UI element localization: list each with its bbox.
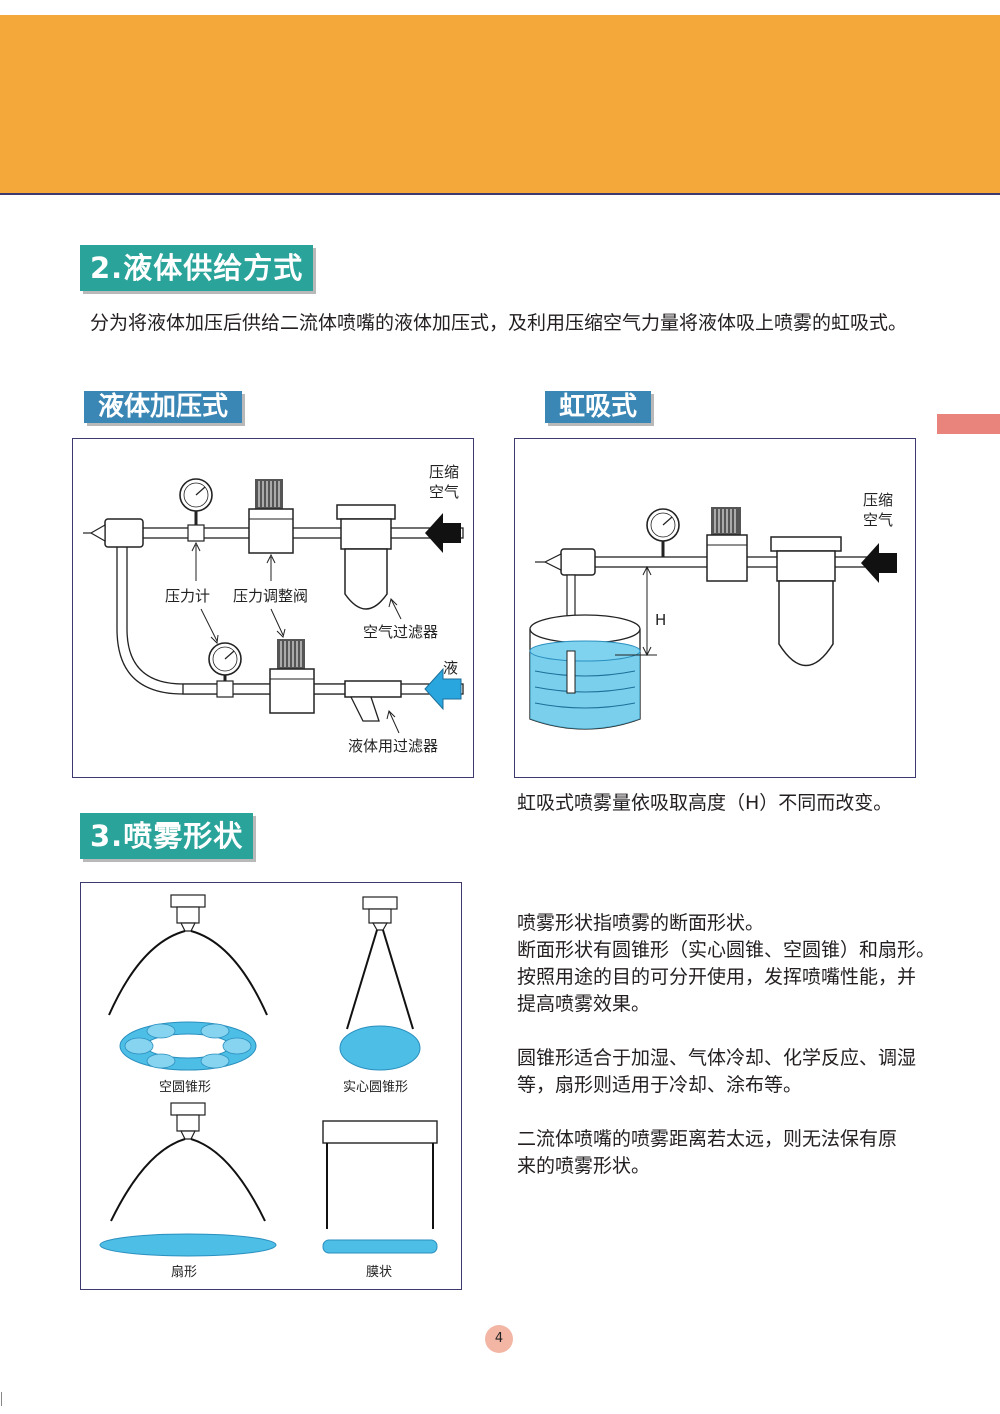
header-banner: [0, 15, 1000, 195]
spray-text-line: 喷雾形状指喷雾的断面形状。: [517, 912, 765, 934]
label-film: 膜状: [366, 1265, 392, 1280]
siphon-caption: 虹吸式喷雾量依吸取高度（H）不同而改变。: [517, 792, 893, 814]
label-full-cone: 实心圆锥形: [343, 1080, 408, 1095]
label-compressed-air-1: 压缩: [429, 463, 459, 481]
label-pressure-gauge: 压力计: [165, 587, 210, 605]
spray-description: 喷雾形状指喷雾的断面形状。 断面形状有圆锥形（实心圆锥、空圆锥）和扇形。 按照用…: [517, 910, 937, 1180]
spray-text-line: 按照用途的目的可分开使用，发挥喷嘴性能，并: [517, 966, 917, 988]
spray-text-line: 圆锥形适合于加湿、气体冷却、化学反应、调湿: [517, 1047, 917, 1069]
label-liquid-filter: 液体用过滤器: [348, 737, 438, 755]
label-air-filter: 空气过滤器: [363, 623, 438, 641]
side-tab-marker: [937, 414, 1000, 434]
spray-text-line: 二流体喷嘴的喷雾距离若太远，则无法保有原: [517, 1128, 898, 1150]
label-pressure-regulator: 压力调整阀: [233, 587, 308, 605]
subtitle-pressure-type: 液体加压式: [84, 391, 243, 423]
spray-shapes-diagram: 空圆锥形 实心圆锥形 扇形 膜状: [80, 882, 462, 1290]
flat-fan-nozzle-icon: [170, 1102, 206, 1140]
page-number: 4: [485, 1325, 513, 1353]
spray-text-line: 来的喷雾形状。: [517, 1155, 651, 1177]
subtitle-siphon-type: 虹吸式: [545, 391, 652, 423]
label-height: H: [655, 611, 666, 629]
full-cone-nozzle-icon: [362, 896, 398, 931]
label-compressed-air-2: 空气: [429, 483, 459, 501]
intro-paragraph: 分为将液体加压后供给二流体喷嘴的液体加压式，及利用压缩空气力量将液体吸上喷雾的虹…: [90, 312, 908, 334]
hollow-cone-nozzle-icon: [170, 894, 206, 932]
label-flat: 扇形: [171, 1264, 197, 1280]
edge-mark: [1, 1392, 2, 1406]
pressure-feed-diagram: 压缩 空气 液: [72, 438, 474, 778]
spray-text-line: 提高喷雾效果。: [517, 993, 651, 1015]
label-liquid: 液: [443, 659, 458, 677]
spray-text-line: 等，扇形则适用于冷却、涂布等。: [517, 1074, 803, 1096]
section-title-liquid-supply: 2.液体供给方式: [80, 245, 314, 291]
siphon-label-compressed-air-1: 压缩: [863, 491, 893, 509]
label-hollow-cone: 空圆锥形: [159, 1080, 211, 1095]
siphon-feed-diagram: 压缩 空气 H: [514, 438, 916, 778]
siphon-label-compressed-air-2: 空气: [863, 511, 893, 529]
spray-text-line: 断面形状有圆锥形（实心圆锥、空圆锥）和扇形。: [517, 939, 936, 961]
section-title-spray-pattern: 3.喷雾形状: [80, 813, 254, 859]
